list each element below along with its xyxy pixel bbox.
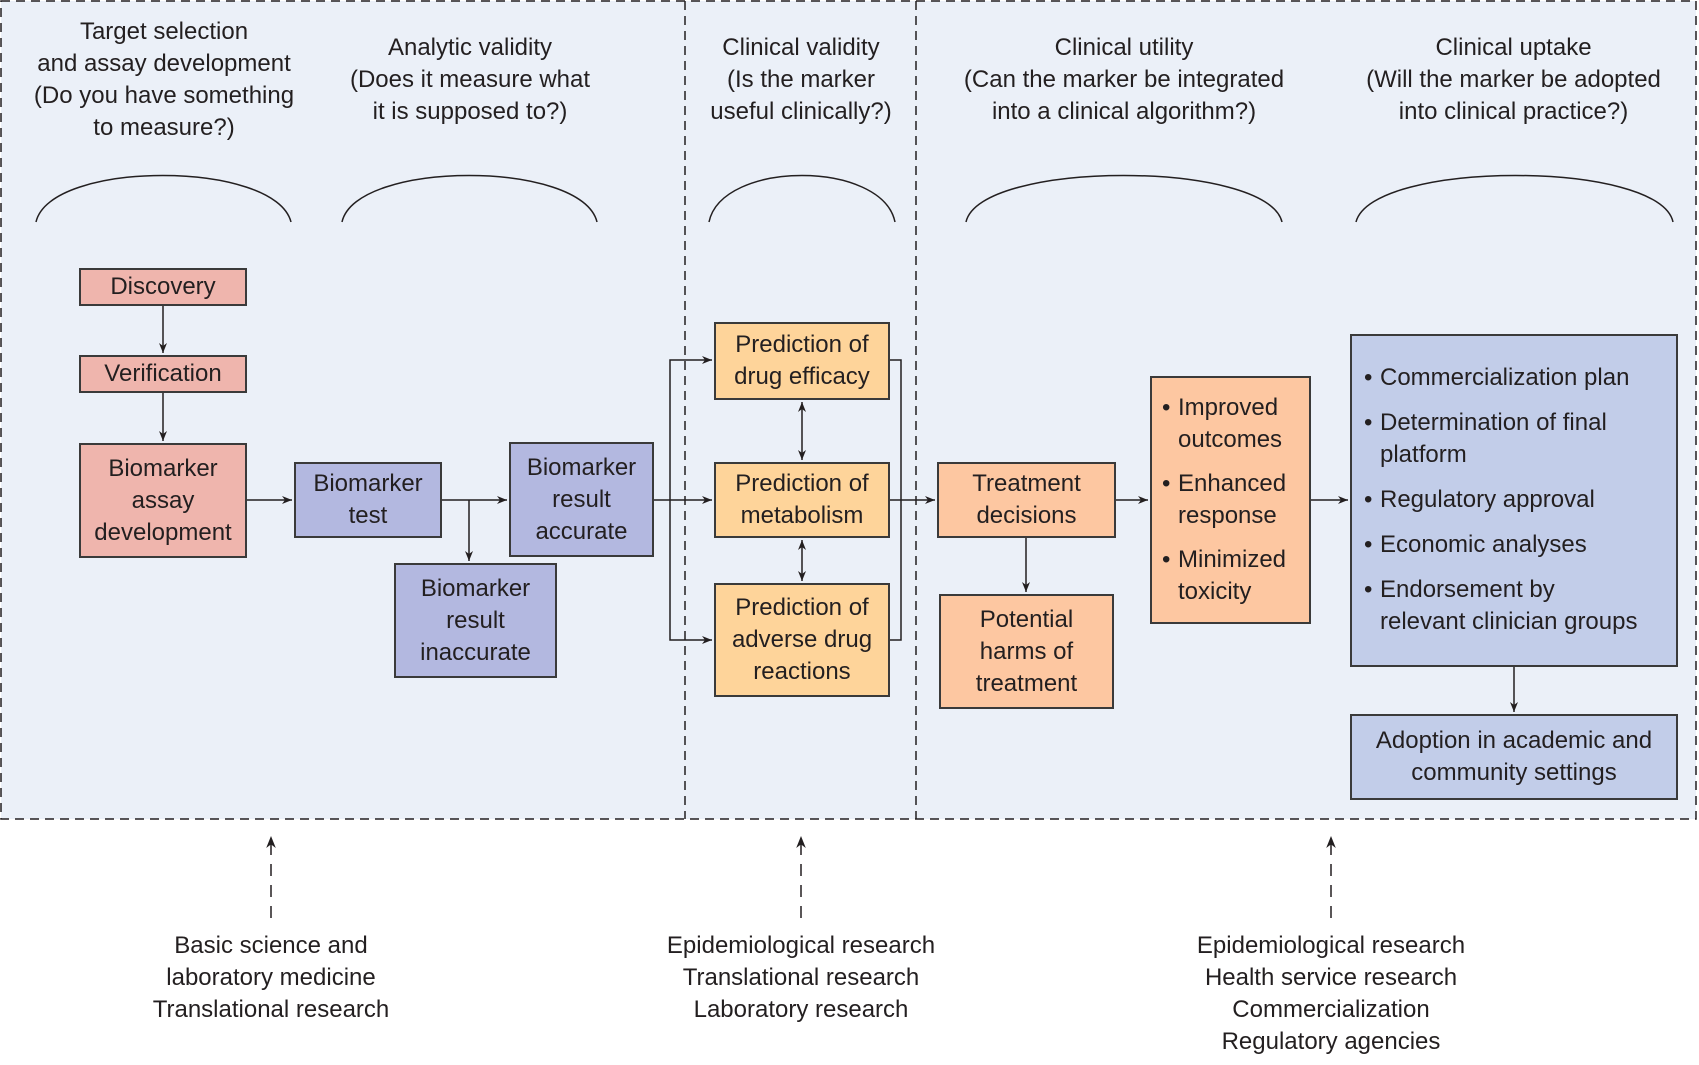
bullet-icon: • [1364,364,1373,391]
bullet-icon: • [1162,546,1171,573]
arrow-accurate-adverse [669,500,712,644]
uptake-item: •Commercialization plan [1364,362,1676,394]
stages-dashed-border [0,0,1697,820]
node-clinical-outcomes: •Improved outcomes •Enhanced response •M… [1150,376,1311,624]
brace-arc-clinical-validity [708,174,896,223]
footer-epidemiological-translational: Epidemiological research Translational r… [666,932,936,1023]
uptake-item: •Economic analyses [1364,529,1676,561]
node-verification: Verification [79,355,247,393]
outcome-item: •Improved outcomes [1162,394,1283,453]
header-analytic-validity: Analytic validity (Does it measure what … [349,34,591,125]
uptake-item: •Regulatory approval [1364,484,1676,516]
bullet-icon: • [1364,576,1373,603]
outcome-item: •Enhanced response [1162,470,1287,529]
brace-arc-clinical-uptake [1355,174,1674,223]
header-clinical-uptake: Clinical uptake (Will the marker be adop… [1366,34,1661,125]
uptake-item: •Determination of final platform [1364,409,1607,468]
bullet-icon: • [1364,531,1373,558]
node-biomarker-result-inaccurate: Biomarker result inaccurate [394,563,557,678]
bullet-icon: • [1364,486,1373,513]
header-clinical-validity: Clinical validity (Is the marker useful … [710,34,892,125]
bullet-icon: • [1162,470,1171,497]
node-prediction-adverse-reactions: Prediction of adverse drug reactions [714,583,890,697]
outcome-item: •Minimized toxicity [1162,546,1287,605]
brace-arc-clinical-utility [965,174,1283,223]
bullet-icon: • [1364,409,1373,436]
header-target-selection: Target selection and assay development (… [33,18,295,141]
node-biomarker-result-accurate: Biomarker result accurate [509,442,654,557]
node-discovery: Discovery [79,268,247,306]
node-prediction-drug-efficacy: Prediction of drug efficacy [714,322,890,400]
node-prediction-metabolism: Prediction of metabolism [714,462,890,538]
footer-basic-science: Basic science and laboratory medicine Tr… [152,932,390,1023]
node-biomarker-test: Biomarker test [294,462,442,538]
node-treatment-decisions: Treatment decisions [937,462,1116,538]
node-clinical-uptake-requirements: •Commercialization plan •Determination o… [1350,334,1678,667]
brace-arc-target [35,174,292,223]
node-adoption: Adoption in academic and community setti… [1350,714,1678,800]
footer-epidemiological-health-service: Epidemiological research Health service … [1196,932,1466,1055]
arrow-accurate-efficacy [669,356,712,500]
uptake-item: •Endorsement by relevant clinician group… [1364,576,1638,635]
node-biomarker-assay-development: Biomarker assay development [79,443,247,558]
brace-arc-analytic [341,174,598,223]
node-potential-harms: Potential harms of treatment [939,594,1114,709]
bullet-icon: • [1162,394,1171,421]
header-clinical-utility: Clinical utility (Can the marker be inte… [963,34,1285,125]
